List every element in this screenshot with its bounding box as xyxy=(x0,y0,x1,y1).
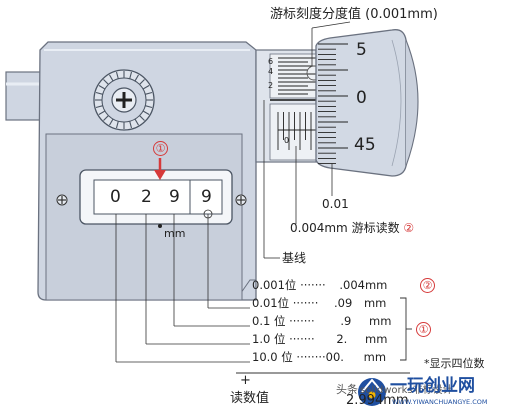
vernier-reading-number: 0.004mm xyxy=(290,221,348,235)
breakdown-row-2: 0.01位 ······· .09 mm xyxy=(252,296,387,310)
total-value: 2.994mm xyxy=(346,393,409,408)
watermark-logo-text: 一玩创业网 xyxy=(390,376,475,396)
value-001-label: 0.01 xyxy=(322,197,349,211)
thimble-tick-45: 45 xyxy=(354,135,376,155)
ratchet-knob xyxy=(93,69,155,131)
vernier-reading-text: 游标读数 xyxy=(351,221,400,235)
watermark-prefix: 头条 xyxy=(336,383,358,396)
counter-digit-2: 2 xyxy=(141,187,152,207)
group-marker-upper: ② xyxy=(420,278,435,293)
thimble-tick-5: 5 xyxy=(356,40,367,60)
watermark-logo-icon xyxy=(358,378,386,406)
bracket xyxy=(400,297,407,361)
breakdown-row-1: 0.001位 ······· .004mm xyxy=(252,278,388,292)
vernier-reading-value: 0.004mm 游标读数 ② xyxy=(290,222,414,234)
plus-sign: + xyxy=(240,373,251,388)
counter-digit-1: 0 xyxy=(110,187,121,207)
breakdown-row-5: 10.0 位 ········00. mm xyxy=(252,350,387,364)
baseline-label: 基线 xyxy=(282,251,307,265)
total-label: 读数值 xyxy=(230,391,270,406)
screw-right-icon xyxy=(235,194,247,206)
vernier-reading-marker: ② xyxy=(403,221,415,235)
vernier-label-2: 2 xyxy=(268,81,274,90)
screw-left-icon xyxy=(56,194,68,206)
display-note: *显示四位数 xyxy=(424,357,485,370)
vernier-label-4: 4 xyxy=(268,67,274,76)
watermark-logo-url: WWW.YIWANCHUANGYE.COM xyxy=(392,398,488,406)
breakdown-row-4: 1.0 位 ······· 2. mm xyxy=(252,332,388,346)
watermark-text: solidworks非标设计 xyxy=(360,385,453,396)
title-label: 游标刻度分度值 (0.001mm) xyxy=(270,7,438,22)
sleeve-zero-label: 0 xyxy=(284,136,290,145)
group-marker-lower: ① xyxy=(416,322,431,337)
counter-digit-3: 9 xyxy=(169,187,180,207)
decimal-point xyxy=(158,224,162,228)
counter-marker: ① xyxy=(153,141,168,156)
thimble-tick-0: 0 xyxy=(356,88,367,108)
vernier-label-6: 6 xyxy=(268,57,274,66)
counter-digit-4: 9 xyxy=(201,187,212,207)
breakdown-row-3: 0.1 位 ······· .9 mm xyxy=(252,314,392,328)
counter-unit: mm xyxy=(164,227,186,240)
